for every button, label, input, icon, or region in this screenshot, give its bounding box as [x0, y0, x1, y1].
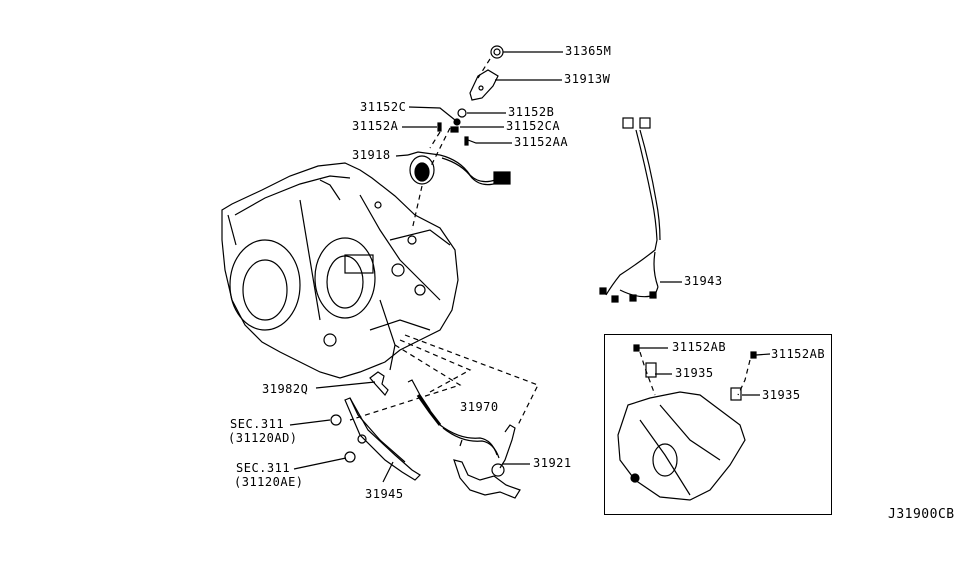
- part-label-31970[interactable]: 31970: [460, 400, 499, 414]
- inset-label-31152ab-left[interactable]: 31152AB: [672, 340, 727, 354]
- part-label-31152aa[interactable]: 31152AA: [514, 135, 569, 149]
- part-label-31152a[interactable]: 31152A: [352, 119, 399, 133]
- assembly-lines: [349, 58, 751, 426]
- inset-label-31935-right[interactable]: 31935: [762, 388, 801, 402]
- transaxle-case: [221, 162, 459, 379]
- control-lever-31945: [330, 397, 421, 481]
- bracket-31913w: [469, 69, 499, 101]
- inset-frame: [604, 334, 832, 515]
- part-label-sec311-ad[interactable]: SEC.311: [230, 417, 285, 431]
- part-label-31943[interactable]: 31943: [684, 274, 723, 288]
- part-label-31913w[interactable]: 31913W: [564, 72, 611, 86]
- part-label-31152c[interactable]: 31152C: [360, 100, 407, 114]
- part-label-31918[interactable]: 31918: [352, 148, 391, 162]
- part-label-31152b[interactable]: 31152B: [508, 105, 555, 119]
- harness-31943: [599, 117, 661, 303]
- part-label-sec311-ae[interactable]: SEC.311: [236, 461, 291, 475]
- part-label-31120ae[interactable]: (31120AE): [234, 475, 304, 489]
- leader-lines: [289, 51, 682, 483]
- shift-rod-31970: [407, 379, 500, 459]
- part-label-31152ca[interactable]: 31152CA: [506, 119, 561, 133]
- inset-transaxle: [617, 344, 771, 501]
- speed-sensor-31918: [407, 151, 511, 186]
- part-label-31365m[interactable]: 31365M: [565, 44, 612, 58]
- manual-lever-31921: [453, 424, 521, 499]
- lever-31982q: [369, 371, 389, 397]
- diagram-reference-code: J31900CB: [888, 507, 955, 522]
- part-label-31982q[interactable]: 31982Q: [262, 382, 309, 396]
- part-label-31120ad[interactable]: (31120AD): [228, 431, 298, 445]
- part-label-31921[interactable]: 31921: [533, 456, 572, 470]
- small-parts-31152: [437, 108, 469, 146]
- inset-label-31152ab-right[interactable]: 31152AB: [771, 347, 826, 361]
- nut-31365m: [490, 45, 504, 59]
- inset-label-31935-left[interactable]: 31935: [675, 366, 714, 380]
- part-label-31945[interactable]: 31945: [365, 487, 404, 501]
